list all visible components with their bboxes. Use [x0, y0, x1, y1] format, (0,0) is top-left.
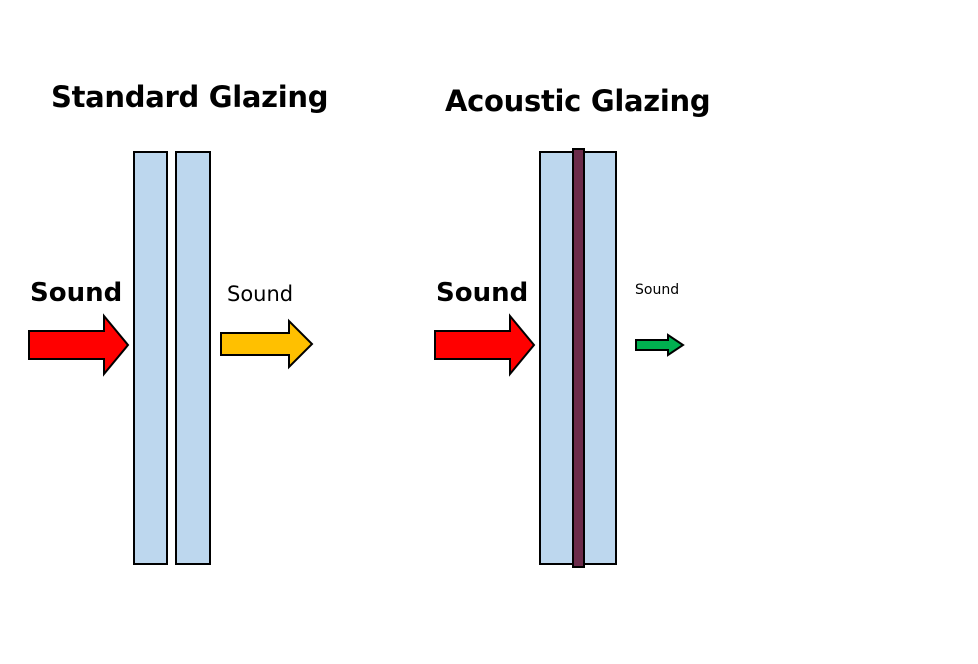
standard-outgoing-arrow — [220, 318, 314, 370]
standard-outgoing-sound-label: Sound — [227, 282, 294, 306]
acoustic-glazing-unit — [539, 148, 617, 568]
standard-pane-left — [133, 151, 168, 565]
acoustic-incoming-arrow — [434, 313, 536, 377]
standard-glazing-unit — [133, 151, 211, 565]
acoustic-outgoing-sound-label: Sound — [635, 282, 680, 298]
acoustic-incoming-sound-label: Sound — [436, 278, 529, 308]
standard-incoming-arrow — [28, 313, 130, 377]
acoustic-glazing-title: Acoustic Glazing — [445, 84, 711, 118]
acoustic-pane-left — [539, 151, 575, 565]
acoustic-outgoing-arrow — [635, 333, 685, 357]
acoustic-pane-right — [582, 151, 617, 565]
acoustic-interlayer — [572, 148, 585, 568]
standard-incoming-sound-label: Sound — [30, 278, 123, 308]
standard-pane-right — [175, 151, 211, 565]
standard-glazing-title: Standard Glazing — [51, 80, 329, 114]
